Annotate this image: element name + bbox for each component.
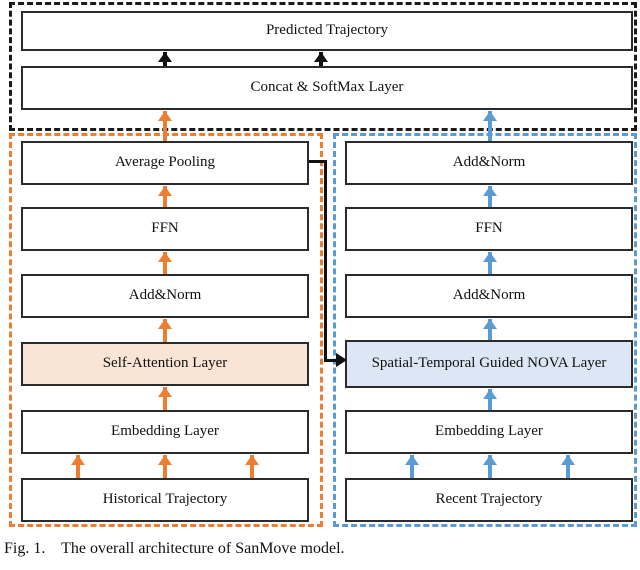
- recent-branch-boundary: [333, 133, 637, 527]
- arrow-shaft: [488, 455, 492, 478]
- figure-caption-text: The overall architecture of SanMove mode…: [61, 540, 345, 557]
- arrow-nova-to-addnorm: [483, 319, 497, 340]
- arrow-selfattn-to-addnorm: [158, 319, 172, 342]
- node-average-pooling: Average Pooling: [21, 141, 309, 185]
- node-self-attention-layer: Self-Attention Layer: [21, 342, 309, 386]
- arrow-shaft: [566, 455, 570, 478]
- node-label: Average Pooling: [114, 154, 216, 171]
- node-label: Recent Trajectory: [435, 491, 543, 508]
- arrow-shaft: [488, 186, 492, 207]
- arrow-addnorm-to-ffn-right: [483, 252, 497, 274]
- arrow-embedding-to-selfattn: [158, 387, 172, 410]
- node-label: Self-Attention Layer: [102, 355, 228, 372]
- node-label: Add&Norm: [128, 287, 202, 304]
- figure-caption: Fig. 1. The overall architecture of SanM…: [4, 540, 634, 558]
- output-group-boundary: [9, 2, 637, 131]
- arrow-shaft: [250, 455, 254, 478]
- connector-segment-vertical: [324, 160, 327, 362]
- arrow-shaft: [163, 252, 167, 274]
- arrow-addnorm-to-ffn-left: [158, 252, 172, 274]
- node-label: Embedding Layer: [435, 423, 543, 440]
- arrow-recent-to-embedding-1: [405, 455, 419, 478]
- node-label: Historical Trajectory: [102, 491, 228, 508]
- arrow-shaft: [488, 319, 492, 340]
- arrow-addnorm-to-concat: [483, 111, 497, 141]
- arrow-shaft: [488, 389, 492, 410]
- arrow-shaft: [488, 111, 492, 141]
- connector-segment-horizontal-top: [309, 160, 327, 163]
- node-label: FFN: [151, 220, 179, 237]
- arrow-shaft: [163, 319, 167, 342]
- arrow-shaft: [163, 186, 167, 207]
- arrow-shaft: [163, 387, 167, 410]
- arrow-hist-to-embedding-1: [71, 455, 85, 478]
- node-predicted-trajectory: Predicted Trajectory: [21, 11, 633, 51]
- node-concat-softmax-layer: Concat & SoftMax Layer: [21, 66, 633, 110]
- node-spatial-temporal-guided-nova-layer: Spatial-Temporal Guided NOVA Layer: [345, 340, 633, 388]
- arrow-hist-to-embedding-3: [245, 455, 259, 478]
- arrow-embedding-to-nova: [483, 389, 497, 410]
- node-add-norm-left: Add&Norm: [21, 274, 309, 318]
- node-label: Add&Norm: [452, 154, 526, 171]
- node-label: Embedding Layer: [111, 423, 219, 440]
- arrow-recent-to-embedding-3: [561, 455, 575, 478]
- node-label: Concat & SoftMax Layer: [250, 79, 404, 96]
- node-label: Spatial-Temporal Guided NOVA Layer: [371, 355, 607, 372]
- arrow-shaft: [319, 52, 323, 66]
- arrow-shaft: [163, 455, 167, 478]
- figure-number: Fig. 1.: [4, 540, 46, 557]
- node-label: Add&Norm: [452, 287, 526, 304]
- connector-segment-horizontal-bottom: [324, 359, 338, 362]
- node-embedding-layer-left: Embedding Layer: [21, 410, 309, 454]
- arrow-concat-to-predicted: [158, 52, 172, 66]
- arrow-recent-to-embedding-2: [483, 455, 497, 478]
- arrow-shaft: [76, 455, 80, 478]
- arrow-shaft: [410, 455, 414, 478]
- node-recent-trajectory: Recent Trajectory: [345, 478, 633, 522]
- node-add-norm-right-bottom: Add&Norm: [345, 274, 633, 318]
- node-label: Predicted Trajectory: [265, 22, 389, 39]
- connector-arrowhead-icon: [336, 353, 347, 367]
- arrow-shaft: [163, 111, 167, 141]
- node-ffn-right: FFN: [345, 207, 633, 251]
- arrow-shaft: [163, 52, 167, 66]
- arrow-shaft: [488, 252, 492, 274]
- node-label: FFN: [475, 220, 503, 237]
- arrow-hist-to-embedding-2: [158, 455, 172, 478]
- arrow-ffn-to-addnorm-right: [483, 186, 497, 207]
- node-historical-trajectory: Historical Trajectory: [21, 478, 309, 522]
- node-add-norm-right-top: Add&Norm: [345, 141, 633, 185]
- arrow-concat-to-predicted-center: [314, 52, 328, 66]
- node-embedding-layer-right: Embedding Layer: [345, 410, 633, 454]
- arrow-ffn-to-avgpool: [158, 186, 172, 207]
- node-ffn-left: FFN: [21, 207, 309, 251]
- arrow-avgpool-to-concat: [158, 111, 172, 141]
